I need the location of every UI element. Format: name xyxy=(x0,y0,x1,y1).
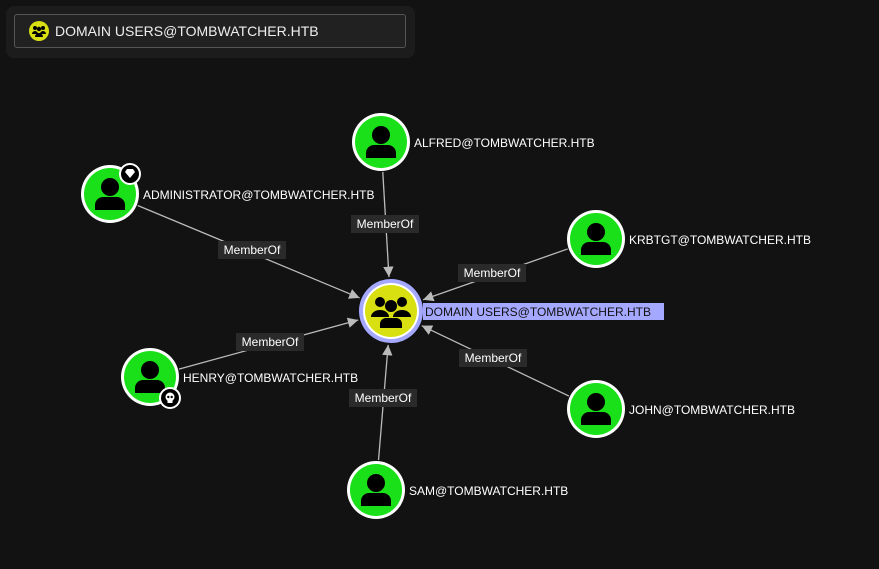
user-node[interactable]: ALFRED@TOMBWATCHER.HTB xyxy=(352,113,595,171)
edge-label-bg xyxy=(458,264,526,282)
edge-label: MemberOf xyxy=(357,217,414,231)
user-node[interactable]: JOHN@TOMBWATCHER.HTB xyxy=(567,380,795,438)
edge-label: MemberOf xyxy=(355,391,412,405)
edge-label-bg xyxy=(236,333,304,351)
user-node[interactable]: SAM@TOMBWATCHER.HTB xyxy=(347,461,568,519)
node-label: DOMAIN USERS@TOMBWATCHER.HTB xyxy=(425,305,651,319)
skull-icon xyxy=(159,387,181,409)
user-icon xyxy=(366,126,396,158)
selected-node-label: DOMAIN USERS@TOMBWATCHER.HTB xyxy=(55,23,319,39)
edge-memberof[interactable]: MemberOf xyxy=(421,325,570,397)
edge-memberof[interactable]: MemberOf xyxy=(351,171,419,278)
search-input[interactable]: DOMAIN USERS@TOMBWATCHER.HTB xyxy=(14,14,406,48)
edge-label: MemberOf xyxy=(242,335,299,349)
edge-label-bg xyxy=(218,241,286,259)
user-icon xyxy=(135,361,165,393)
edge-memberof[interactable]: MemberOf xyxy=(137,204,360,299)
node-label: JOHN@TOMBWATCHER.HTB xyxy=(629,403,795,417)
edge-label-bg xyxy=(459,349,527,367)
user-node[interactable]: HENRY@TOMBWATCHER.HTB xyxy=(121,348,358,409)
node-label: ADMINISTRATOR@TOMBWATCHER.HTB xyxy=(143,188,375,202)
user-icon xyxy=(361,474,391,506)
node-label: HENRY@TOMBWATCHER.HTB xyxy=(183,371,358,385)
group-icon xyxy=(29,21,49,41)
group-icon xyxy=(371,297,411,328)
user-icon xyxy=(581,393,611,425)
user-node[interactable]: KRBTGT@TOMBWATCHER.HTB xyxy=(567,210,811,268)
search-panel: DOMAIN USERS@TOMBWATCHER.HTB xyxy=(6,6,415,58)
group-node-domain-users[interactable]: DOMAIN USERS@TOMBWATCHER.HTB xyxy=(359,279,664,343)
node-label-highlight xyxy=(423,303,664,320)
user-icon xyxy=(581,223,611,255)
user-icon xyxy=(95,178,125,210)
edge-memberof[interactable]: MemberOf xyxy=(178,317,359,370)
gem-icon xyxy=(119,163,141,185)
edge-memberof[interactable]: MemberOf xyxy=(422,248,568,302)
node-label: SAM@TOMBWATCHER.HTB xyxy=(409,484,568,498)
user-node[interactable]: ADMINISTRATOR@TOMBWATCHER.HTB xyxy=(81,163,375,223)
node-label: ALFRED@TOMBWATCHER.HTB xyxy=(414,136,595,150)
node-label: KRBTGT@TOMBWATCHER.HTB xyxy=(629,233,811,247)
edge-label: MemberOf xyxy=(465,351,522,365)
edge-label: MemberOf xyxy=(224,243,281,257)
edge-label-bg xyxy=(351,215,419,233)
edge-memberof[interactable]: MemberOf xyxy=(349,344,417,461)
edge-label-bg xyxy=(349,389,417,407)
edge-label: MemberOf xyxy=(464,266,521,280)
